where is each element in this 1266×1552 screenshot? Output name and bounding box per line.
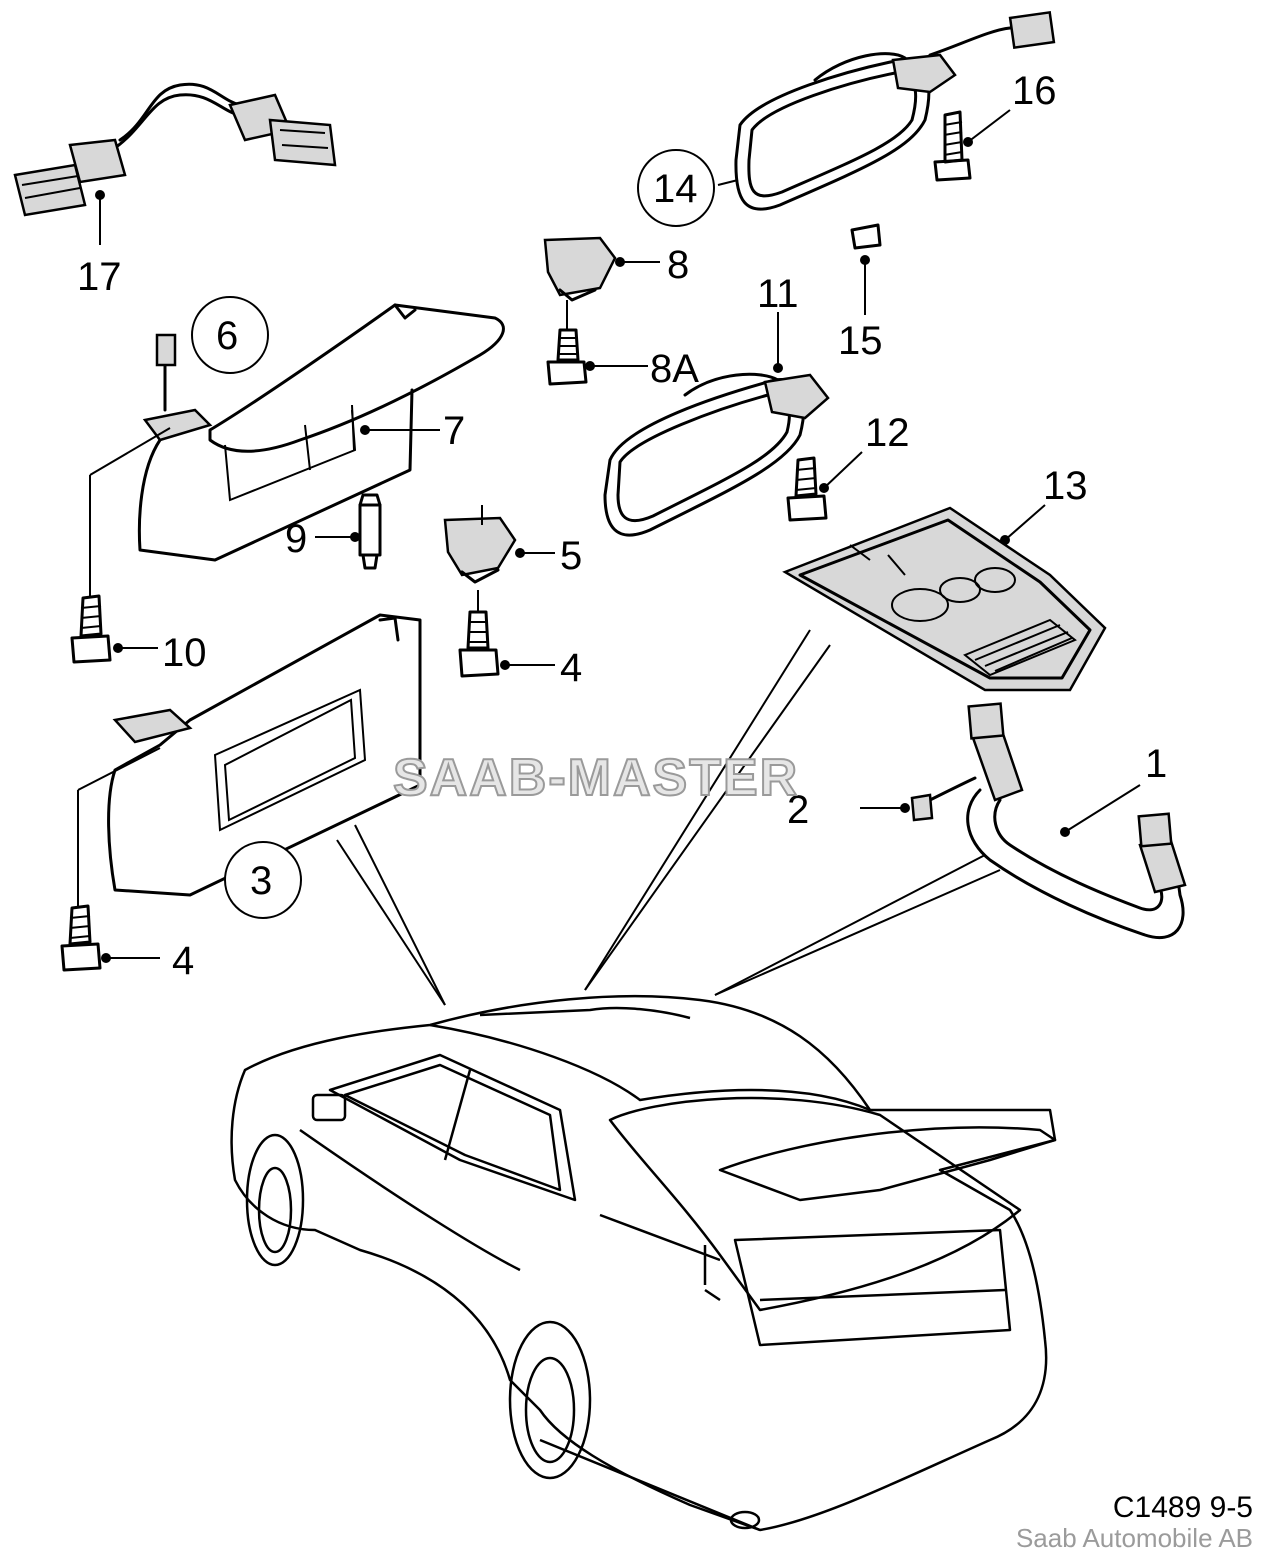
callout-5: 5 <box>560 534 582 578</box>
bulb-9 <box>315 493 382 570</box>
callout-4-upper: 4 <box>560 646 582 690</box>
clip-15 <box>850 223 882 315</box>
interior-mirror-14 <box>717 10 1056 211</box>
diagram-code: C1489 9-5 <box>1113 1491 1253 1524</box>
interior-mirror-11 <box>603 312 830 537</box>
watermark: SAAB-MASTER <box>393 749 799 807</box>
screw-8a <box>546 328 648 386</box>
callout-3: 3 <box>250 859 272 903</box>
callout-ring-14 <box>637 149 715 227</box>
callout-10: 10 <box>162 631 207 675</box>
screw-2 <box>860 776 977 822</box>
callout-17: 17 <box>77 255 122 299</box>
callout-2: 2 <box>787 788 809 832</box>
callout-8: 8 <box>667 243 689 287</box>
screw-4-lower <box>60 904 160 972</box>
callout-7: 7 <box>443 409 465 453</box>
bracket-5 <box>443 505 555 612</box>
callout-1: 1 <box>1145 742 1167 786</box>
callout-6: 6 <box>216 314 238 358</box>
callout-ring-3 <box>224 841 302 919</box>
copyright-notice: Saab Automobile AB <box>1016 1523 1253 1552</box>
callout-ring-6 <box>191 296 269 374</box>
roof-console-13 <box>782 504 1107 692</box>
callout-13: 13 <box>1043 464 1088 508</box>
callout-14: 14 <box>653 167 698 211</box>
callout-16: 16 <box>1012 69 1057 113</box>
callout-9: 9 <box>285 517 307 561</box>
screw-4-upper <box>458 610 555 678</box>
callout-11: 11 <box>757 272 799 316</box>
grab-handle-1 <box>966 702 1187 940</box>
screw-16 <box>933 109 1011 182</box>
callout-12: 12 <box>865 411 910 455</box>
sun-visor-6 <box>89 303 505 598</box>
bracket-8 <box>543 236 660 330</box>
sun-visor-3 <box>77 613 422 908</box>
callout-8a: 8A <box>650 347 699 391</box>
pointer-lines <box>336 629 1001 1006</box>
wiring-harness-17 <box>13 82 337 245</box>
screw-12 <box>786 451 863 522</box>
car-illustration <box>230 994 1057 1532</box>
callout-15: 15 <box>838 319 883 363</box>
screw-10 <box>70 594 158 664</box>
callout-4-lower: 4 <box>172 939 194 983</box>
